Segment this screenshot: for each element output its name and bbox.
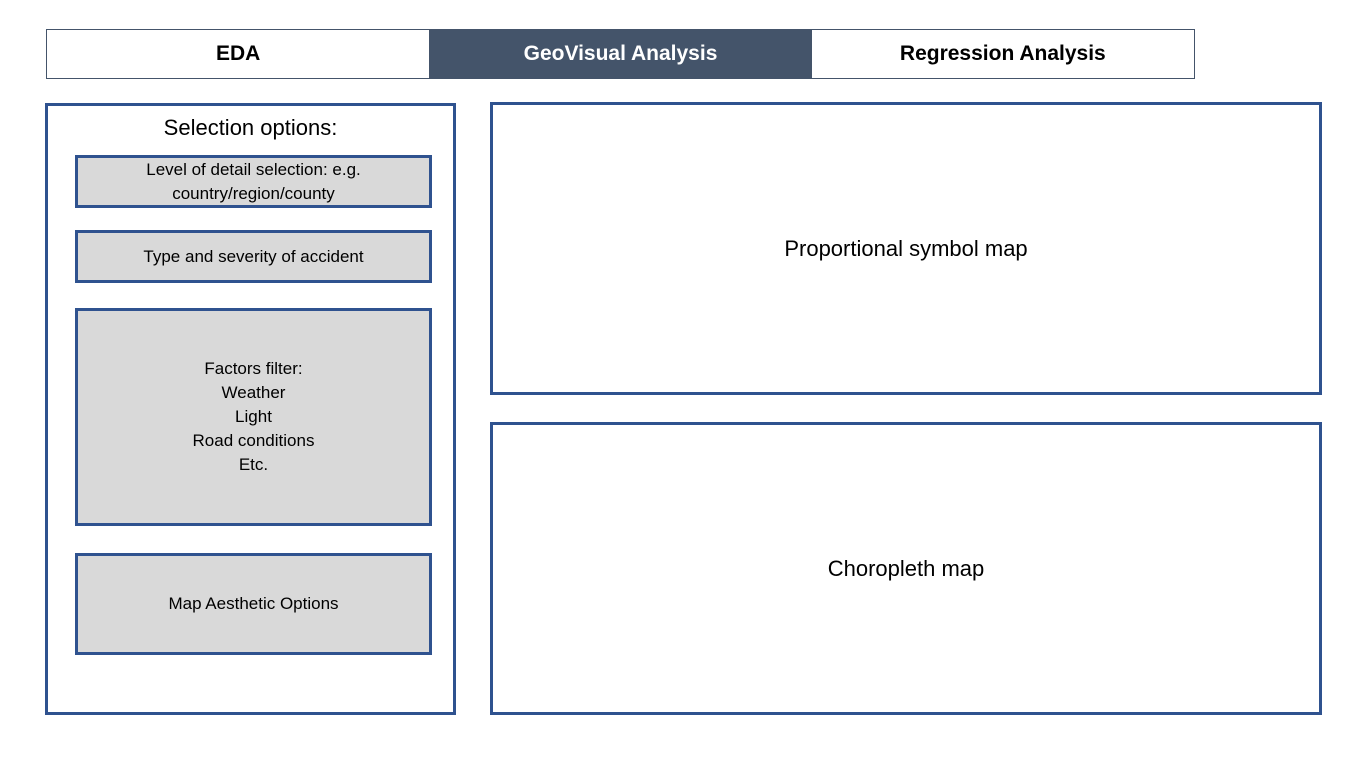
factors-filter[interactable]: Factors filter: Weather Light Road condi… [75, 308, 432, 526]
option-line: Weather [221, 383, 286, 402]
tab-eda[interactable]: EDA [47, 30, 430, 78]
tab-regression-analysis[interactable]: Regression Analysis [811, 30, 1194, 78]
tab-geovisual-analysis[interactable]: GeoVisual Analysis [429, 30, 812, 78]
tab-bar: EDA GeoVisual Analysis Regression Analys… [46, 29, 1195, 79]
option-line: Level of detail selection: e.g. [146, 159, 361, 179]
level-of-detail-selector[interactable]: Level of detail selection: e.g. country/… [75, 155, 432, 208]
option-line: Light [235, 407, 272, 426]
accident-type-severity-selector[interactable]: Type and severity of accident [75, 230, 432, 283]
option-line: Etc. [238, 455, 269, 474]
choropleth-map-label: Choropleth map [827, 555, 985, 581]
selection-options-title: Selection options: [163, 115, 338, 140]
proportional-symbol-map-label: Proportional symbol map [784, 235, 1028, 261]
option-line: country/region/county [172, 183, 335, 203]
proportional-symbol-map-panel[interactable]: Proportional symbol map [490, 102, 1322, 395]
selection-options-panel: Selection options: Level of detail selec… [45, 103, 456, 715]
map-aesthetic-options[interactable]: Map Aesthetic Options [75, 553, 432, 655]
option-line: Road conditions [192, 431, 315, 450]
choropleth-map-panel[interactable]: Choropleth map [490, 422, 1322, 715]
option-line: Factors filter: [204, 359, 303, 378]
option-line: Type and severity of accident [143, 246, 364, 266]
option-line: Map Aesthetic Options [168, 594, 339, 613]
